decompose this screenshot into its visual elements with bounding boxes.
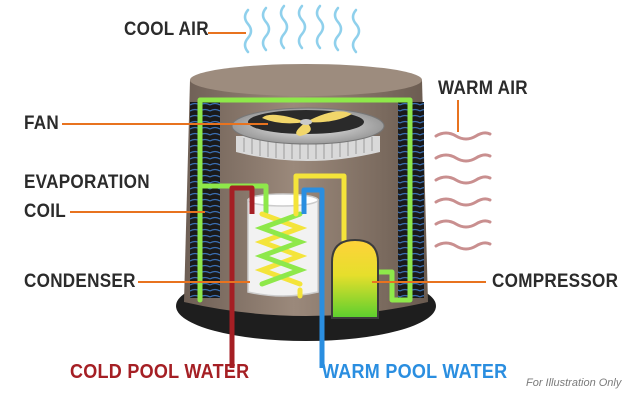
- warm-air-waves-icon: [434, 131, 492, 251]
- cold-pool-water-label: COLD POOL WATER: [70, 361, 250, 383]
- cool-air-waves-icon: [243, 4, 361, 54]
- left-coil-panel: [190, 102, 220, 298]
- condenser-label: CONDENSER: [24, 271, 136, 292]
- compressor-label: COMPRESSOR: [492, 271, 619, 292]
- evaporation-coil-label-line1: EVAPORATION: [24, 172, 150, 193]
- warm-pool-water-label: WARM POOL WATER: [322, 361, 508, 383]
- cool-air-label: COOL AIR: [124, 19, 209, 40]
- fan-label: FAN: [24, 113, 60, 134]
- leader-lines: [62, 32, 486, 283]
- illustration-footnote: For Illustration Only: [526, 377, 622, 389]
- refrigerant-loop-yellow: [293, 173, 347, 299]
- refrigerant-loop-green: [197, 97, 413, 303]
- evaporation-coil-label-line2: COIL: [24, 201, 66, 222]
- warm-pool-water-pipe: [301, 187, 325, 368]
- fan-icon: [231, 107, 385, 161]
- compressor-tank: [331, 238, 379, 319]
- cold-pool-water-pipe: [229, 185, 255, 368]
- condenser-coils: [254, 211, 308, 287]
- unit-top: [190, 64, 422, 96]
- warm-air-label: WARM AIR: [438, 78, 528, 99]
